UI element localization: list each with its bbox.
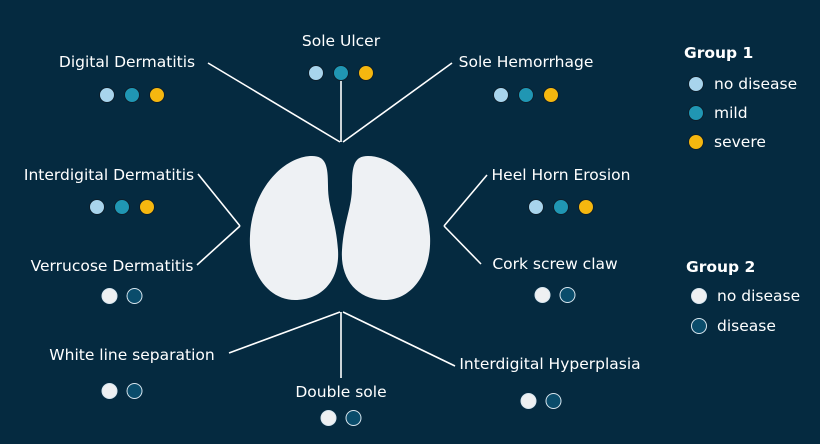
label-double-sole: Double sole xyxy=(295,383,387,401)
label-sole-ulcer: Sole Ulcer xyxy=(301,32,381,50)
legend-group2-item: no disease xyxy=(691,286,800,306)
indicator-mild xyxy=(333,65,349,81)
connector-cork-screw-claw xyxy=(443,225,482,265)
legend-item-label: no disease xyxy=(714,75,798,93)
connector-digital-dermatitis xyxy=(207,62,341,143)
legend-item-label: no disease xyxy=(717,287,801,305)
indicator-disease xyxy=(345,410,362,426)
dots-double-sole xyxy=(320,410,362,426)
dots-heel-horn-erosion xyxy=(528,199,594,215)
indicator-mild xyxy=(114,199,130,215)
indicator-severe xyxy=(578,199,594,215)
indicator-mild xyxy=(518,87,534,103)
indicator-no-disease xyxy=(308,65,324,81)
dots-interdigital-dermatitis xyxy=(89,199,155,215)
indicator-severe xyxy=(139,199,155,215)
indicator-no-disease xyxy=(101,383,118,399)
indicator-no-disease xyxy=(99,87,115,103)
dots-white-line-separation xyxy=(101,383,143,399)
indicator-no-disease xyxy=(493,87,509,103)
label-heel-horn-erosion: Heel Horn Erosion xyxy=(491,166,631,184)
indicator-no-disease xyxy=(89,199,105,215)
indicator-disease xyxy=(559,287,576,303)
indicator-disease xyxy=(126,383,143,399)
dots-interdigital-hyperplasia xyxy=(520,393,562,409)
right-claw xyxy=(341,156,431,300)
dots-digital-dermatitis xyxy=(99,87,165,103)
indicator-severe xyxy=(543,87,559,103)
indicator-no-disease xyxy=(534,287,551,303)
legend-mild-swatch xyxy=(688,105,704,121)
label-interdigital-hyperplasia: Interdigital Hyperplasia xyxy=(459,355,641,373)
legend-item-label: mild xyxy=(714,104,748,122)
dots-sole-hemorrhage xyxy=(493,87,559,103)
indicator-disease xyxy=(126,288,143,304)
indicator-no-disease xyxy=(320,410,337,426)
left-claw xyxy=(249,156,339,300)
connector-heel-horn-erosion xyxy=(443,174,488,227)
label-white-line-separation: White line separation xyxy=(49,346,215,364)
dots-verrucose-dermatitis xyxy=(101,288,143,304)
legend-group2-title: Group 2 xyxy=(686,258,756,276)
connector-interdigital-hyperplasia xyxy=(342,311,456,367)
dots-sole-ulcer xyxy=(308,65,374,81)
legend-severe-swatch xyxy=(688,134,704,150)
indicator-mild xyxy=(124,87,140,103)
legend-group2-item: disease xyxy=(691,316,776,336)
legend-group1-title: Group 1 xyxy=(684,44,754,62)
hoof-sole-illustration xyxy=(249,156,431,300)
label-verrucose-dermatitis: Verrucose Dermatitis xyxy=(30,257,194,275)
indicator-no-disease xyxy=(520,393,537,409)
label-sole-hemorrhage: Sole Hemorrhage xyxy=(458,53,594,71)
indicator-no-disease xyxy=(101,288,118,304)
connector-white-line-separation xyxy=(228,311,341,354)
legend-no-disease-swatch xyxy=(691,288,707,304)
legend-group1-item: severe xyxy=(688,132,766,152)
indicator-no-disease xyxy=(528,199,544,215)
legend-group1-item: mild xyxy=(688,103,748,123)
legend-item-label: disease xyxy=(717,317,776,335)
indicator-mild xyxy=(553,199,569,215)
connector-verrucose-dermatitis xyxy=(196,225,241,266)
connector-interdigital-dermatitis xyxy=(197,173,241,227)
legend-disease-swatch xyxy=(691,318,707,334)
legend-item-label: severe xyxy=(714,133,766,151)
indicator-severe xyxy=(358,65,374,81)
indicator-disease xyxy=(545,393,562,409)
legend-group1-item: no disease xyxy=(688,74,797,94)
label-interdigital-dermatitis: Interdigital Dermatitis xyxy=(23,166,195,184)
connector-sole-hemorrhage xyxy=(342,62,453,143)
dots-cork-screw-claw xyxy=(534,287,576,303)
label-digital-dermatitis: Digital Dermatitis xyxy=(58,53,196,71)
indicator-severe xyxy=(149,87,165,103)
label-cork-screw-claw: Cork screw claw xyxy=(492,255,618,273)
legend-no-disease-swatch xyxy=(688,76,704,92)
